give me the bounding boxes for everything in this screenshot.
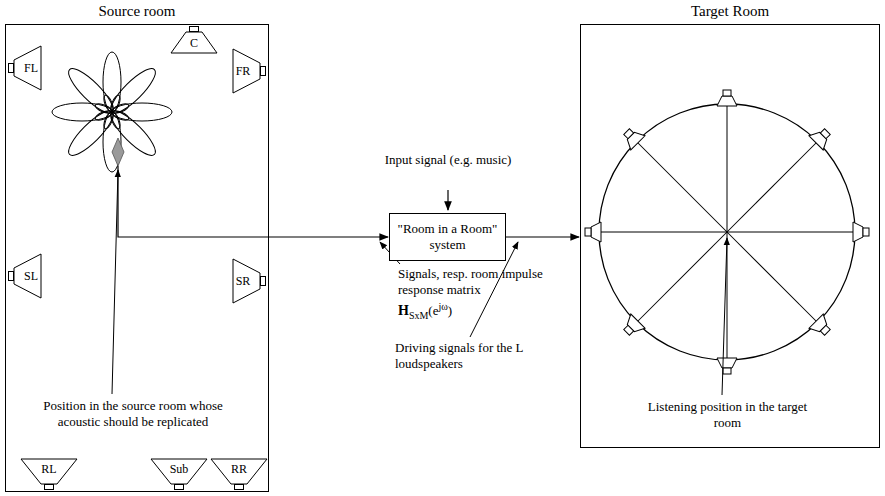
matrix-subscript: SxM — [409, 310, 428, 321]
signal-arrow — [506, 236, 579, 237]
loudspeaker: SL — [8, 253, 42, 299]
listener-position — [112, 138, 124, 166]
matrix-superscript: jω — [438, 301, 447, 312]
channel-name: Sub — [170, 462, 189, 476]
loudspeaker: FL — [8, 45, 42, 91]
loudspeaker: SR — [232, 258, 266, 304]
loudspeaker: Sub — [150, 458, 208, 490]
signal-note: Signals, resp. room impulse response mat… — [398, 266, 558, 324]
process-box: "Room in a Room" system — [389, 213, 506, 261]
loudspeaker: RL — [20, 458, 78, 490]
room-title: Target Room — [581, 3, 879, 20]
loudspeaker-ring — [585, 90, 869, 374]
channel-name: C — [190, 36, 198, 50]
annotation: Listening position in the target room — [640, 399, 815, 431]
leader-line — [112, 170, 118, 394]
signal-note: Input signal (e.g. music) — [383, 152, 513, 168]
directivity-pattern — [52, 52, 172, 172]
signal-note-text: Signals, resp. room impulse response mat… — [398, 266, 558, 298]
channel-name: RL — [41, 462, 56, 476]
loudspeaker: FR — [232, 48, 266, 94]
channel-name: FR — [236, 64, 251, 78]
matrix-symbol: HSxM(ejω) — [398, 299, 558, 324]
loudspeaker: C — [170, 26, 218, 54]
channel-name: FL — [24, 61, 38, 75]
box-label: "Room in a Room" system — [396, 221, 499, 253]
matrix-bracket: ) — [448, 303, 452, 318]
loudspeaker: RR — [210, 458, 268, 490]
signal-arrow — [269, 236, 388, 237]
signal-line — [118, 166, 269, 237]
matrix-bracket: (e — [428, 303, 438, 318]
channel-name: RR — [231, 462, 247, 476]
signal-note: Driving signals for the L loudspeakers — [395, 340, 550, 372]
room-title: Source room — [6, 3, 268, 20]
room-outline: Target Room — [580, 24, 880, 448]
leader-line — [722, 238, 727, 395]
channel-name: SL — [24, 269, 38, 283]
annotation: Position in the source room whose acoust… — [28, 398, 238, 430]
channel-name: SR — [236, 274, 251, 288]
input-arrow — [447, 190, 448, 210]
matrix-letter: H — [398, 303, 409, 318]
